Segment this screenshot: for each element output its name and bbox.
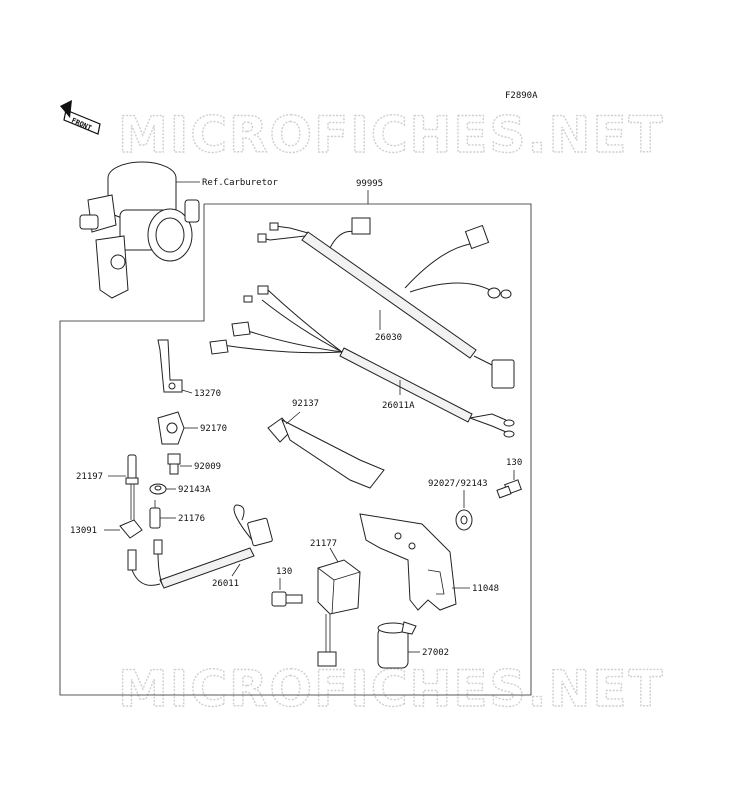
sensor-21197 bbox=[108, 454, 139, 520]
grommet-92027 bbox=[455, 490, 473, 531]
figure-code: F2890A bbox=[505, 91, 538, 101]
kit-border bbox=[59, 203, 532, 696]
ref-carburetor-label: Ref.Carburetor bbox=[202, 178, 278, 188]
label-92143A: 92143A bbox=[178, 485, 211, 495]
label-92137: 92137 bbox=[292, 399, 319, 409]
label-21177: 21177 bbox=[310, 539, 337, 549]
label-92170: 92170 bbox=[200, 424, 227, 434]
bracket-13270 bbox=[157, 339, 193, 394]
bolt-130-left bbox=[271, 578, 303, 607]
grease-tube-92137 bbox=[267, 411, 385, 489]
switch-21176 bbox=[149, 500, 176, 529]
module-21177 bbox=[317, 547, 361, 667]
harness-26011A bbox=[209, 285, 515, 438]
bolt-92009 bbox=[167, 453, 192, 475]
bolt-130-right bbox=[496, 470, 522, 499]
clip-13091 bbox=[104, 519, 143, 539]
relay-27002 bbox=[377, 621, 420, 669]
harness-26011 bbox=[127, 504, 273, 589]
label-11048: 11048 bbox=[472, 584, 499, 594]
label-13270: 13270 bbox=[194, 389, 221, 399]
front-arrow-icon: FRONT bbox=[60, 100, 101, 135]
label-21176: 21176 bbox=[178, 514, 205, 524]
label-130-left: 130 bbox=[276, 567, 292, 577]
label-130-right: 130 bbox=[506, 458, 522, 468]
label-13091: 13091 bbox=[70, 526, 97, 536]
label-26011A: 26011A bbox=[382, 401, 415, 411]
harness-26030 bbox=[257, 217, 515, 389]
label-99995: 99995 bbox=[356, 179, 383, 189]
watermark-top: MICROFICHES.NET bbox=[118, 106, 665, 164]
label-26030: 26030 bbox=[375, 333, 402, 343]
label-92027-92143: 92027/92143 bbox=[428, 479, 488, 489]
label-26011: 26011 bbox=[212, 579, 239, 589]
carburetor-drawing bbox=[79, 161, 200, 299]
label-21197: 21197 bbox=[76, 472, 103, 482]
bracket-11048 bbox=[359, 513, 470, 611]
washer-92143A bbox=[149, 483, 176, 495]
label-92009: 92009 bbox=[194, 462, 221, 472]
label-27002: 27002 bbox=[422, 648, 449, 658]
holder-92170 bbox=[157, 411, 198, 445]
watermark-bottom: MICROFICHES.NET bbox=[118, 660, 665, 718]
